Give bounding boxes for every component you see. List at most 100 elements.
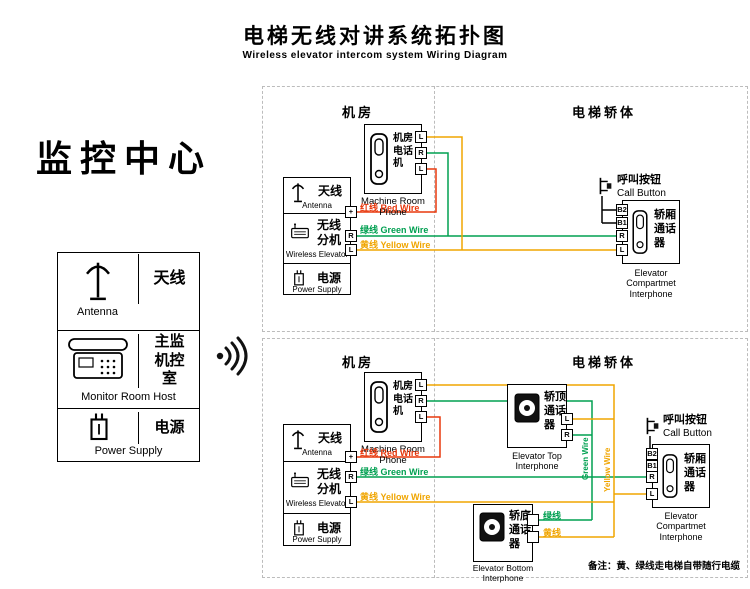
terminal-green <box>527 514 539 526</box>
elevator-top-interphone-unit: 轿顶通话器 <box>507 384 567 448</box>
wire-yellow-top <box>357 136 616 251</box>
zone-label-elevator-body-2: 电梯轿体 <box>572 355 637 370</box>
wireless-power-label-zh: 电源 <box>317 271 342 285</box>
monitor-antenna-label-zh: 天线 <box>153 270 186 287</box>
bottom-interphone-label-zh: 轿底通话器 <box>509 510 531 550</box>
terminal-l: L <box>415 411 427 423</box>
red-wire-label: 红线 Red Wire <box>360 448 420 458</box>
monitor-host-cell: 主监机控室 <box>138 332 200 388</box>
yellow-wire-label: 黄线 Yellow Wire <box>360 492 431 502</box>
handset-phone-icon <box>370 133 388 185</box>
call-button-label-zh: 呼叫按钮 <box>663 414 707 426</box>
terminal-b2: B2 <box>646 448 658 460</box>
wireless-power-label-en: Power Supply <box>292 535 342 544</box>
monitor-center-title: 监控中心 <box>36 138 213 179</box>
yellow-wire-label: 黄线 Yellow Wire <box>360 240 431 250</box>
divider <box>284 263 350 264</box>
monitor-antenna-cell: 天线 <box>138 254 200 304</box>
terminal-plus: + <box>345 451 357 463</box>
terminal-l: L <box>415 379 427 391</box>
machine-phone-label-zh: 机房电话机 <box>393 133 413 169</box>
green-wire-label: 绿线 Green Wire <box>360 225 429 235</box>
machine-phone-label-en: Machine Room Phone <box>361 196 425 218</box>
power-supply-icon <box>90 413 108 441</box>
terminal-l: L <box>415 131 427 143</box>
compartment-label-en: Elevator Compartmet Interphone <box>656 511 706 542</box>
wire-red-top <box>357 168 437 213</box>
terminal-r: R <box>616 230 628 242</box>
wire-green-bottom <box>357 400 646 521</box>
terminal-l: L <box>345 244 357 256</box>
dashed-region-top <box>262 86 748 332</box>
green-wire-label: 绿线 Green Wire <box>360 467 429 477</box>
page-title: 电梯无线对讲系统拓扑图 <box>243 25 507 48</box>
wireless-unit-label-zh: 无线分机 <box>317 218 342 247</box>
speaker-icon <box>479 512 505 542</box>
terminal-l: L <box>561 413 573 425</box>
dashed-region-bottom <box>262 338 748 578</box>
call-button-icon <box>599 177 612 195</box>
terminal-yellow <box>527 531 539 543</box>
zone-label-machine-room-2: 机房 <box>342 355 375 370</box>
wireless-antenna-label-zh: 天线 <box>318 431 343 445</box>
wireless-antenna-label-en: Antenna <box>302 448 332 457</box>
handset-phone-icon <box>370 381 388 433</box>
terminal-r: R <box>415 147 427 159</box>
terminal-r: R <box>561 429 573 441</box>
terminal-r: R <box>345 471 357 483</box>
wire-yellow-bottom <box>357 384 646 538</box>
call-button-label-en: Call Button <box>663 428 712 439</box>
wireless-unit-label-en: Wireless Elevator <box>285 499 349 508</box>
terminal-r: R <box>345 230 357 242</box>
yellow-wire-short-label: 黄线 <box>543 528 562 538</box>
speaker-icon <box>514 393 540 423</box>
zone-label-machine-room-1: 机房 <box>342 105 375 120</box>
call-button-icon <box>646 417 659 435</box>
monitor-host-label-zh: 主监机控室 <box>154 332 185 388</box>
compartment-interphone-unit-1: 轿厢通话器 <box>622 200 680 264</box>
wireless-power-label-en: Power Supply <box>292 285 342 294</box>
divider <box>57 330 200 331</box>
wireless-extension-icon <box>291 472 309 488</box>
wireless-unit-label-en: Wireless Elevator <box>285 250 349 259</box>
wireless-antenna-label-en: Antenna <box>302 201 332 210</box>
interphone-icon <box>632 210 648 254</box>
terminal-l: L <box>415 163 427 175</box>
wireless-extension-unit-1: 天线 Antenna 无线分机 Wireless Elevator 电源 Pow… <box>283 177 351 295</box>
monitor-host-label-en: Monitor Room Host <box>81 391 176 403</box>
zone-divider-top <box>434 86 435 332</box>
yellow-wire-vertical-label: Yellow Wire <box>603 447 612 492</box>
diagram-note: 备注：黄、绿线走电梯自带随行电缆 <box>588 561 741 572</box>
call-button-label-en: Call Button <box>617 188 666 199</box>
divider <box>284 213 350 214</box>
wireless-power-label-zh: 电源 <box>317 521 342 535</box>
antenna-icon <box>86 262 110 301</box>
interphone-icon <box>662 454 678 498</box>
top-interphone-label-en: Elevator Top Interphone <box>512 451 562 472</box>
bottom-interphone-label-en: Elevator Bottom Interphone <box>472 563 534 583</box>
wireless-unit-label-zh: 无线分机 <box>317 467 342 496</box>
top-interphone-label-zh: 轿顶通话器 <box>544 391 566 431</box>
compartment-label-zh: 轿厢通话器 <box>654 209 676 249</box>
terminal-b2: B2 <box>616 204 628 216</box>
machine-phone-label-zh: 机房电话机 <box>393 381 413 417</box>
machine-room-phone-unit-1: 机房电话机 <box>364 124 422 194</box>
machine-phone-label-en: Machine Room Phone <box>361 444 425 466</box>
green-wire-vertical-label: Green Wire <box>581 437 590 480</box>
monitor-power-cell: 电源 <box>138 412 200 444</box>
terminal-b1: B1 <box>616 217 628 229</box>
wireless-extension-unit-2: 天线 Antenna 无线分机 Wireless Elevator 电源 Pow… <box>283 424 351 546</box>
zone-label-elevator-body-1: 电梯轿体 <box>572 105 637 120</box>
wireless-signal-icon <box>216 336 248 376</box>
compartment-label-zh: 轿厢通话器 <box>684 453 706 493</box>
wire-red-bottom <box>357 416 441 458</box>
terminal-plus: + <box>345 206 357 218</box>
page-subtitle: Wireless elevator intercom system Wiring… <box>242 50 508 61</box>
terminal-l: L <box>616 244 628 256</box>
compartment-label-en: Elevator Compartmet Interphone <box>626 268 676 299</box>
green-wire-short-label: 绿线 <box>543 511 562 521</box>
antenna-icon <box>291 183 305 203</box>
terminal-r: R <box>415 395 427 407</box>
